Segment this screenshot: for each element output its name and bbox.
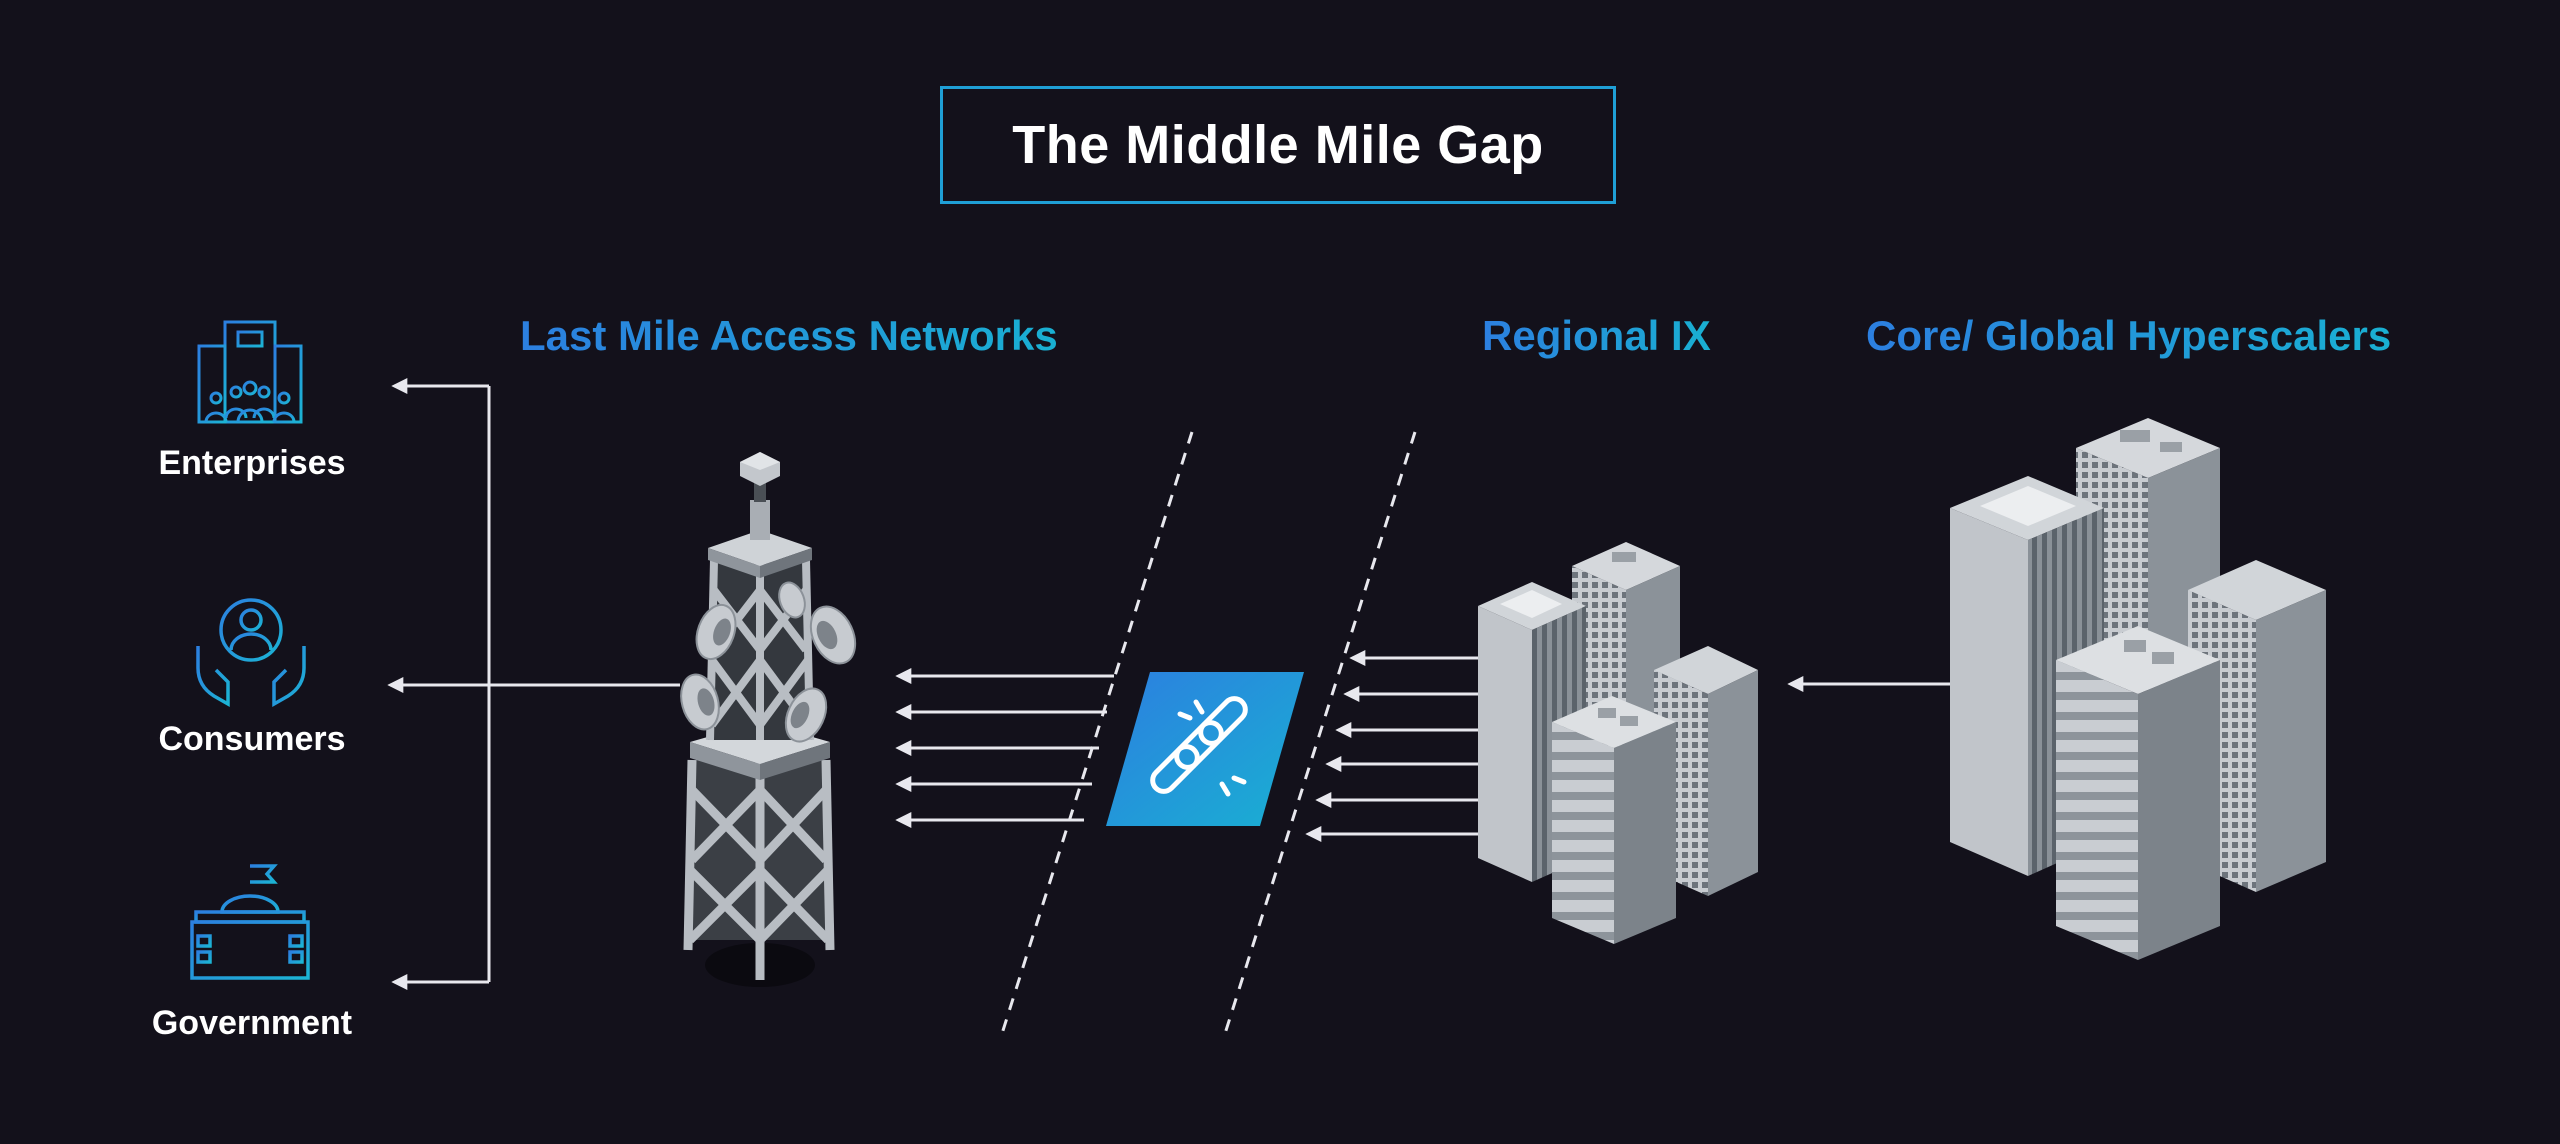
regional-ix-outgoing-arrows — [1305, 650, 1478, 842]
label-government: Government — [151, 1004, 353, 1042]
enterprise-building-people-icon — [197, 320, 303, 424]
government-capitol-icon — [188, 864, 312, 980]
person-in-hands-icon — [196, 598, 306, 708]
page-title: The Middle Mile Gap — [1012, 115, 1544, 175]
last-mile-incoming-arrows — [895, 668, 1114, 828]
heading-core-hyperscalers: Core/ Global Hyperscalers — [1866, 312, 2392, 359]
regional-ix-buildings — [1478, 542, 1758, 944]
label-enterprises: Enterprises — [158, 444, 346, 482]
customer-connector — [387, 378, 680, 990]
cell-tower-illustration — [680, 452, 857, 987]
core-hyperscaler-buildings — [1950, 418, 2326, 960]
gap-boundary-lines — [998, 431, 1417, 1041]
heading-last-mile: Last Mile Access Networks — [520, 312, 1058, 359]
broken-chain-link-icon — [1106, 672, 1304, 826]
heading-regional-ix: Regional IX — [1482, 312, 1711, 359]
label-consumers: Consumers — [158, 720, 346, 758]
title-box: The Middle Mile Gap — [940, 86, 1616, 204]
